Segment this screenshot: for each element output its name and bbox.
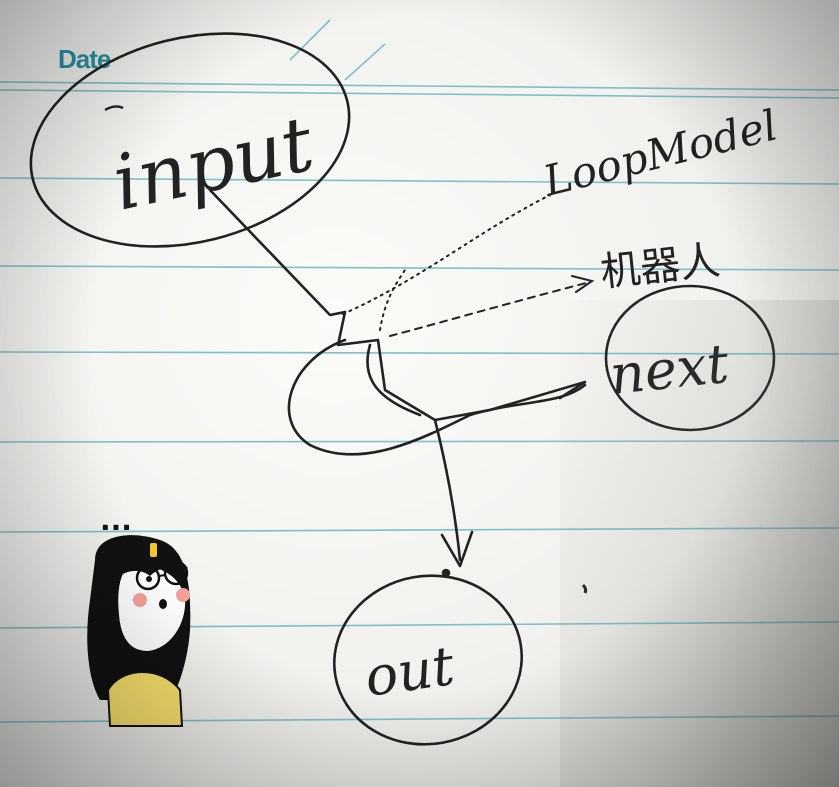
loop-to-out-edge: [433, 418, 462, 562]
loop-model-dotted-edge-2: [379, 269, 406, 331]
sticker-cheek: [176, 588, 190, 602]
chinese-note-arrowhead: [571, 275, 595, 293]
ink-mark: [104, 105, 124, 112]
sticker-cheek: [133, 593, 147, 607]
loop-inner-edge: [366, 343, 422, 417]
sticker-eye: [146, 576, 152, 582]
sticker-glasses-left: [135, 565, 161, 591]
next-feedback-edge: [433, 380, 587, 422]
next-node-ellipse: [604, 284, 776, 432]
ruled-line: [0, 527, 839, 533]
sticker-hairclip: [150, 543, 157, 557]
input-to-loop-edge: [208, 188, 437, 422]
sticker-mouth: [159, 599, 167, 609]
out-node-label: out: [361, 634, 458, 709]
ruled-line: [0, 89, 839, 99]
ruled-line: [0, 265, 839, 271]
out-arrowhead: [440, 530, 474, 568]
sticker-dots: ...: [100, 504, 132, 537]
input-node-ellipse: [29, 32, 351, 248]
sticker-shirt: [106, 671, 184, 727]
date-label: Date: [58, 44, 111, 74]
chinese-note-dashed-edge: [389, 281, 591, 337]
ruled-line: [0, 440, 839, 443]
sticker-glasses-right: [163, 560, 189, 586]
out-anchor-dot: [441, 568, 451, 578]
ruled-line: [0, 177, 839, 185]
next-node-label: next: [607, 332, 732, 407]
ruled-line: [0, 351, 839, 355]
ruled-mark: [289, 19, 331, 61]
loop-model-annotation: LoopModel: [538, 100, 783, 206]
ink-dot: [581, 583, 588, 594]
ruled-line: [0, 81, 839, 91]
girl-sticker: ...: [87, 504, 191, 727]
sticker-eye: [174, 571, 180, 577]
ruled-mark: [344, 43, 386, 81]
out-node-ellipse: [332, 574, 524, 746]
loop-model-dotted-edge: [342, 194, 551, 315]
loop-edge: [287, 338, 587, 456]
sticker-face: [116, 564, 188, 654]
